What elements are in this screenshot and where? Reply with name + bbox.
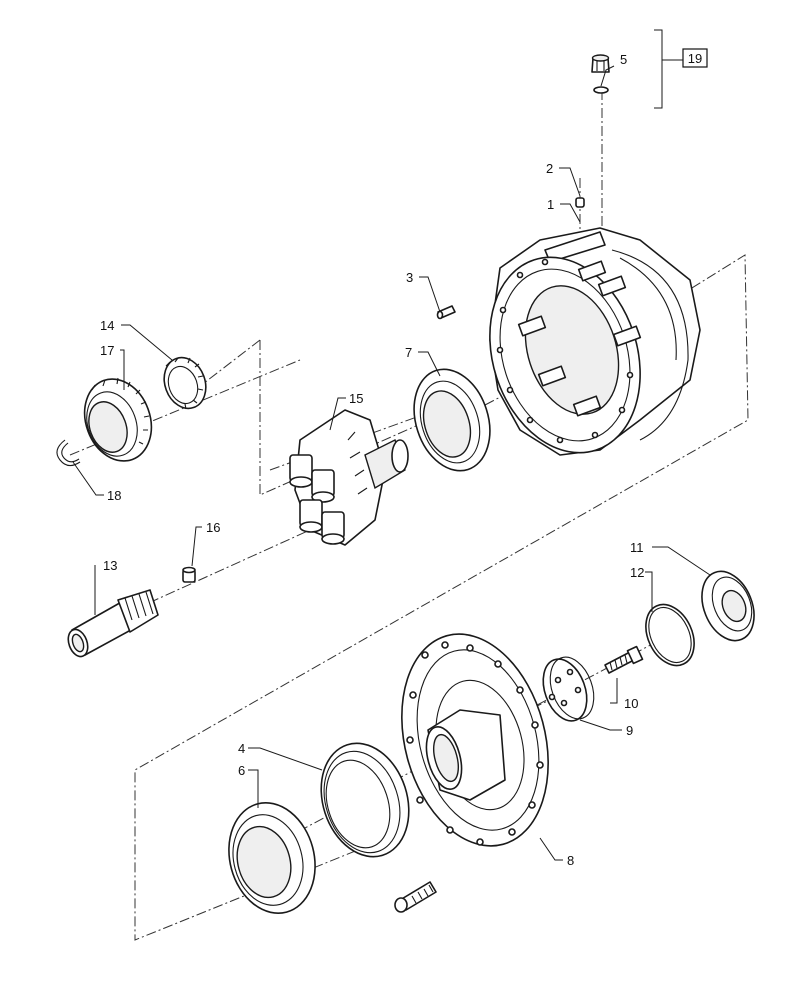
part-5-breather-plug (591, 54, 610, 94)
callout-11: 11 (630, 540, 644, 555)
part-16-spacer (182, 566, 196, 583)
part-3-dowel-pin (436, 305, 456, 320)
callout-19: 19 (688, 51, 702, 66)
part-4-ring (320, 742, 410, 858)
hub-stud (394, 881, 437, 913)
callout-13: 13 (103, 558, 117, 573)
part-1-planetary-housing (489, 227, 701, 456)
part-7-seal (413, 368, 491, 472)
callout-9: 9 (626, 723, 633, 738)
callout-3: 3 (406, 270, 413, 285)
callout-6: 6 (238, 763, 245, 778)
callout-5: 5 (620, 52, 627, 67)
callout-8: 8 (567, 853, 574, 868)
callout-10: 10 (624, 696, 638, 711)
callout-1: 1 (547, 197, 554, 212)
part-13-sun-shaft (67, 589, 159, 658)
callout-2: 2 (546, 161, 553, 176)
callout-16: 16 (206, 520, 220, 535)
part-11-cover (701, 570, 755, 642)
part-6-seal (228, 802, 316, 914)
part-17-ring-gear (83, 377, 153, 462)
callout-17: 17 (100, 343, 114, 358)
part-8-wheel-hub (401, 633, 549, 847)
part-2-plug (575, 197, 585, 208)
callout-12: 12 (630, 565, 644, 580)
part-9-retainer-plate (542, 656, 595, 722)
callout-18: 18 (107, 488, 121, 503)
part-14-planet-gear (163, 356, 207, 410)
leader-lines (72, 65, 711, 861)
callout-15: 15 (349, 391, 363, 406)
callout-4: 4 (238, 741, 245, 756)
kit-reference-19: 19 (654, 29, 708, 109)
part-12-o-ring (645, 603, 695, 667)
part-15-planet-carrier (289, 409, 409, 546)
callout-14: 14 (100, 318, 114, 333)
callout-7: 7 (405, 345, 412, 360)
part-18-snap-ring (56, 439, 81, 467)
callout-numbers: 5 2 1 3 7 14 17 15 18 16 13 11 12 10 9 4… (100, 52, 644, 868)
part-10-bolt (604, 645, 644, 674)
